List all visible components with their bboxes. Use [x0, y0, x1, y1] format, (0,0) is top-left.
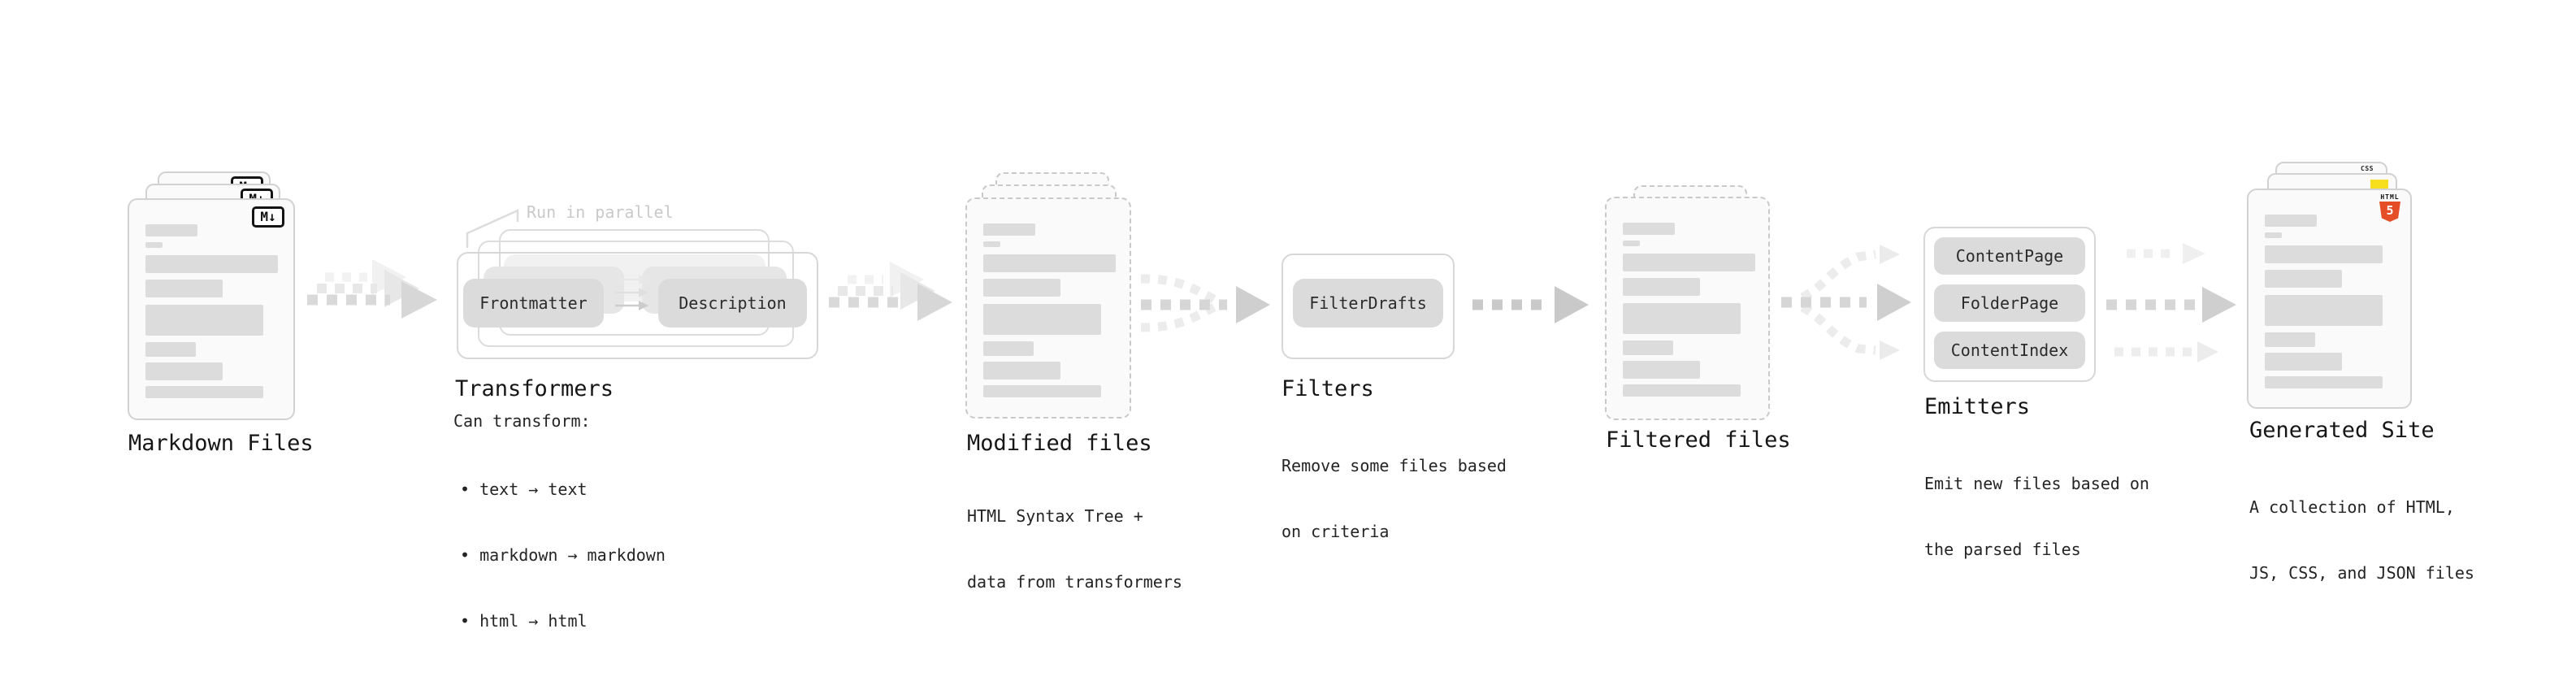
content-placeholder-bar — [145, 386, 263, 398]
content-placeholder-bar — [1623, 241, 1640, 246]
filters-description: Remove some files based on criteria — [1281, 411, 1507, 587]
content-placeholder-bar — [983, 341, 1034, 356]
emitters-description: Emit new files based on the parsed files — [1924, 429, 2149, 605]
content-placeholder-bar — [2265, 245, 2383, 263]
arrow-markdown-to-transformers — [307, 259, 437, 319]
content-placeholder-bar — [145, 342, 196, 357]
html5-icon: HTML 5 — [2377, 193, 2403, 222]
description-pill: Description — [658, 279, 807, 327]
generated-site-description: A collection of HTML, JS, CSS, and JSON … — [2249, 453, 2474, 628]
content-placeholder-bar — [2265, 232, 2282, 238]
generated-site-label: Generated Site — [2249, 418, 2435, 443]
description-line: HTML Syntax Tree + — [967, 506, 1143, 526]
content-placeholder-bar — [983, 241, 1000, 247]
html5-icon-label: HTML — [2380, 193, 2400, 201]
description-line: JS, CSS, and JSON files — [2249, 563, 2474, 583]
transformer-box-front — [457, 252, 818, 359]
filters-heading: Filters — [1281, 376, 1374, 401]
transformers-bullet-list: • text → text • markdown → markdown • ht… — [460, 435, 666, 676]
filters-box — [1281, 254, 1455, 359]
filtered-files-label: Filtered files — [1606, 427, 1791, 453]
emitters-box — [1923, 227, 2096, 382]
contentindex-pill: ContentIndex — [1934, 332, 2085, 369]
description-line: Remove some files based — [1281, 456, 1507, 475]
run-in-parallel-note: Run in parallel — [527, 202, 674, 222]
content-placeholder-bar — [2265, 215, 2317, 227]
content-placeholder-bar — [983, 304, 1101, 335]
content-placeholder-bar — [1623, 278, 1700, 296]
arrow-modified-to-filters — [1140, 274, 1270, 332]
description-line: A collection of HTML, — [2249, 497, 2455, 517]
content-placeholder-bar — [2265, 353, 2342, 371]
content-placeholder-bar — [145, 224, 197, 236]
bullet-item: • markdown → markdown — [460, 545, 666, 565]
markdown-file-card-front: M↓ — [128, 198, 295, 420]
bullet-item: • text → text — [460, 479, 588, 499]
description-line: on criteria — [1281, 522, 1390, 541]
content-placeholder-bar — [145, 280, 223, 297]
arrow-filtered-to-emitters — [1781, 245, 1911, 360]
arrow-emitters-to-generated — [2106, 243, 2236, 362]
content-placeholder-bar — [983, 385, 1101, 397]
content-placeholder-bar — [145, 242, 163, 248]
modified-files-description: HTML Syntax Tree + data from transformer… — [967, 462, 1182, 637]
markdown-icon: M↓ — [252, 206, 284, 228]
content-placeholder-bar — [983, 362, 1060, 380]
content-placeholder-bar — [145, 255, 278, 273]
description-line: the parsed files — [1924, 540, 2081, 559]
folderpage-pill: FolderPage — [1934, 284, 2085, 322]
content-placeholder-bar — [145, 362, 223, 380]
contentpage-pill: ContentPage — [1934, 237, 2085, 275]
description-line: Emit new files based on — [1924, 474, 2149, 493]
content-placeholder-bar — [1623, 223, 1675, 235]
arrow-transformers-to-modified — [829, 262, 952, 321]
filtered-file-card-front — [1605, 197, 1770, 420]
bullet-item: • html → html — [460, 611, 588, 631]
content-placeholder-bar — [145, 305, 263, 336]
transformers-heading: Transformers — [455, 376, 614, 401]
filterdrafts-pill: FilterDrafts — [1293, 279, 1443, 327]
html5-icon-shield: 5 — [2379, 202, 2400, 222]
content-placeholder-bar — [1623, 340, 1673, 355]
description-line: data from transformers — [967, 572, 1182, 592]
content-placeholder-bar — [983, 223, 1035, 236]
content-placeholder-bar — [2265, 332, 2315, 347]
content-placeholder-bar — [983, 254, 1116, 272]
css-icon-label: CSS — [2361, 165, 2374, 172]
content-placeholder-bar — [1623, 254, 1755, 271]
content-placeholder-bar — [2265, 376, 2383, 388]
arrow-filters-to-filtered — [1472, 286, 1589, 323]
content-placeholder-bar — [983, 279, 1060, 297]
content-placeholder-bar — [1623, 303, 1741, 334]
frontmatter-pill: Frontmatter — [463, 279, 604, 327]
modified-file-card-front — [965, 197, 1131, 419]
content-placeholder-bar — [1623, 361, 1700, 379]
markdown-files-label: Markdown Files — [128, 431, 314, 456]
content-placeholder-bar — [2265, 295, 2383, 326]
content-placeholder-bar — [1623, 384, 1741, 397]
content-placeholder-bar — [2265, 270, 2342, 288]
generated-file-card-html: HTML 5 — [2247, 189, 2412, 409]
emitters-heading: Emitters — [1924, 394, 2031, 419]
modified-files-label: Modified files — [967, 431, 1152, 456]
js-icon — [2370, 180, 2388, 189]
transformers-description: Can transform: — [453, 411, 591, 431]
